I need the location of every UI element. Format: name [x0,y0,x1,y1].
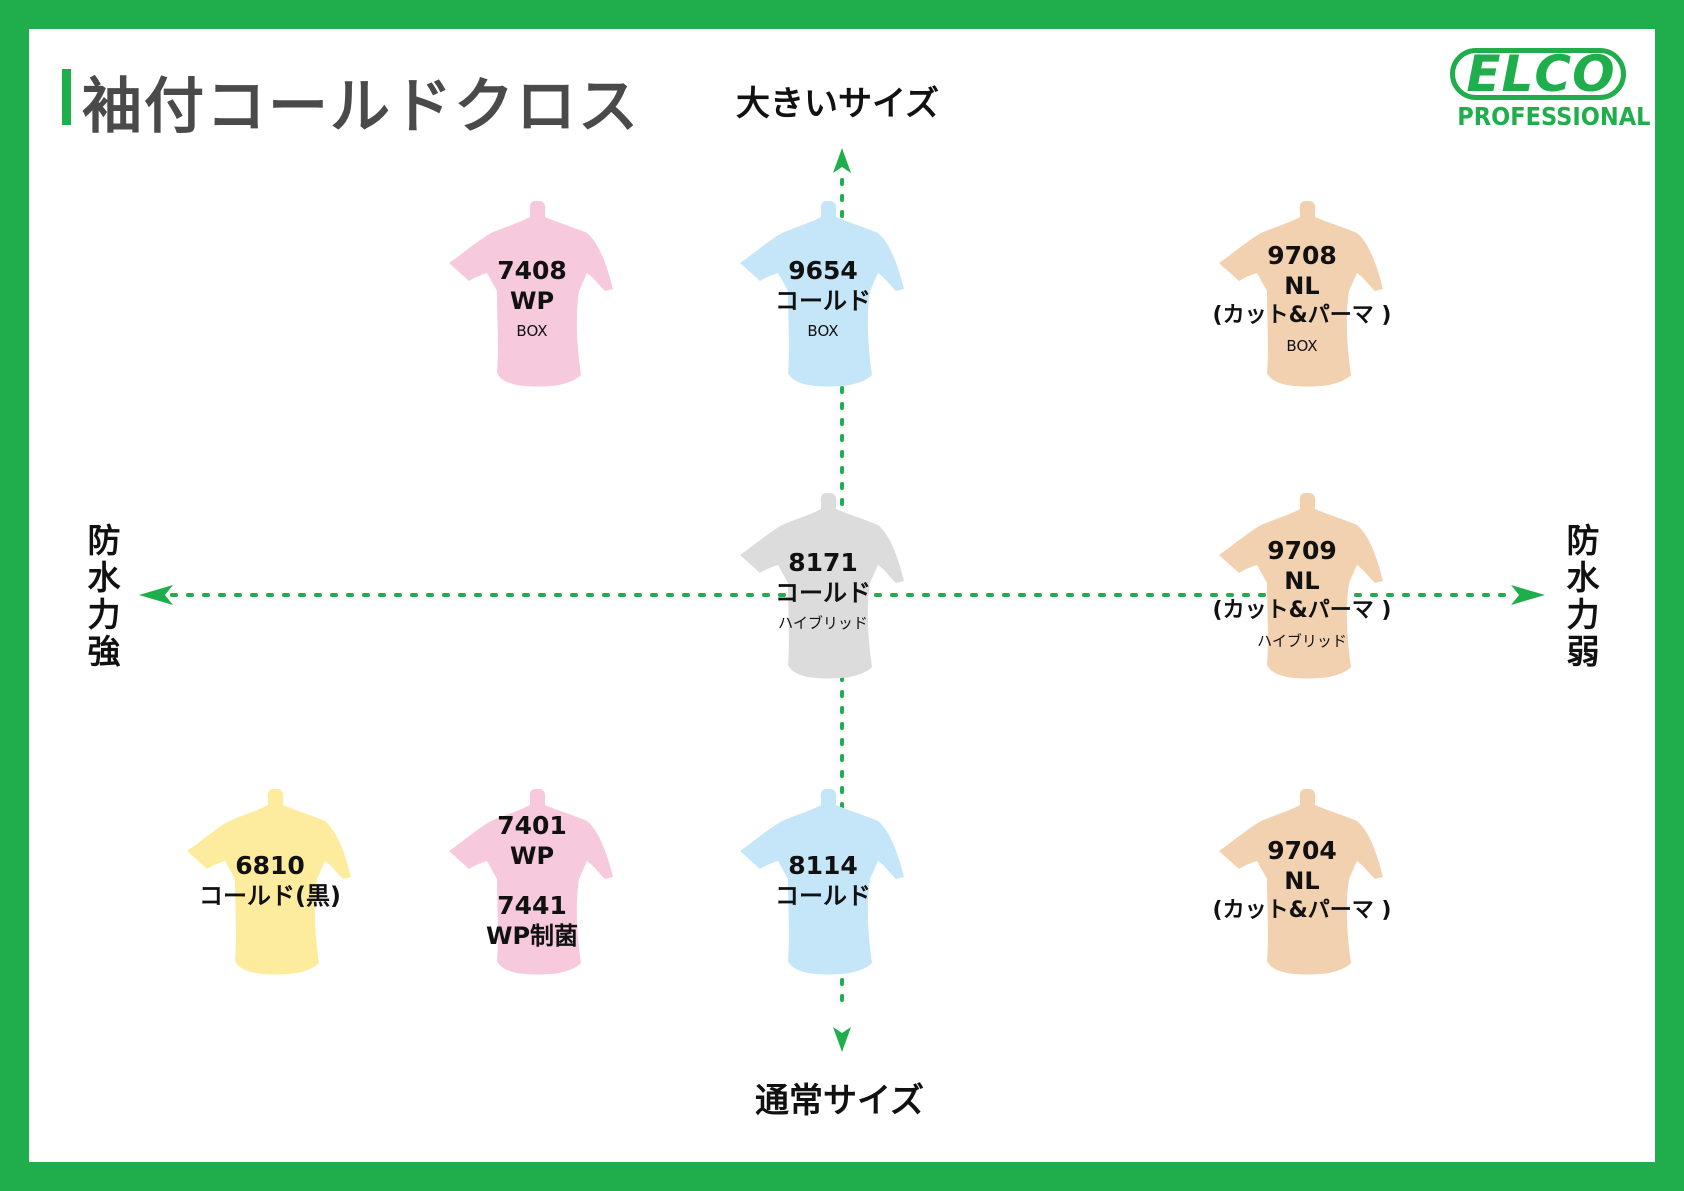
product-label: NL [1284,272,1320,300]
product-package: ハイブリッド [778,614,868,632]
gown-shape [740,493,904,679]
gown-icon [740,493,904,679]
product-package: ハイブリッド [1257,632,1347,650]
gown-icon [187,789,351,975]
product-code: 7441 [497,891,567,920]
axis-label-top: 大きいサイズ [736,84,939,124]
gown-icon [1219,789,1383,975]
gown-icon [1219,201,1383,387]
product-usage: (カット&パーマ ) [1212,898,1392,923]
gown-shape [187,789,351,975]
product-code: 7401 [497,811,567,840]
horizontal-axis [139,585,1545,605]
product-code: 9654 [788,256,858,285]
gown-shape [1219,789,1383,975]
axis-label-bottom: 通常サイズ [755,1081,924,1121]
product-package: BOX [1286,337,1318,355]
product-usage: (カット&パーマ ) [1212,303,1392,328]
axis-label-left: 防水力強 [87,521,121,671]
gown-icon [740,201,904,387]
product-code: 9708 [1267,241,1337,270]
brand-logo: ELCO PROFESSIONAL [1448,45,1651,136]
product-code: 9709 [1267,536,1337,565]
logo-name: ELCO [1466,45,1616,103]
gown-icon [449,789,613,975]
product-package: BOX [807,322,839,340]
gown-shape [449,201,613,387]
product-label: コールド [775,287,871,315]
arrow-down-icon [833,1027,851,1052]
product-label: WP [509,842,555,870]
axis-label-right: 防水力弱 [1566,521,1600,671]
gown-shape [1219,493,1383,679]
arrow-left-icon [139,585,173,605]
gown-icon [740,789,904,975]
product-code: 8114 [788,851,858,880]
arrow-up-icon [833,148,851,173]
product-package: BOX [516,322,548,340]
product-code: 9704 [1267,836,1337,865]
product-label: NL [1284,867,1320,895]
label-gap [437,871,627,891]
product-label: コールド [775,579,871,607]
gown-icon [1219,493,1383,679]
gown-icon [449,201,613,387]
logo-subtitle: PROFESSIONAL [1457,102,1651,131]
logo-ring [1450,48,1626,100]
arrow-right-icon [1511,585,1545,605]
product-label: WP [509,287,555,315]
product-label: NL [1284,567,1320,595]
product-label: コールド(黒) [199,882,341,910]
product-code: 6810 [235,851,305,880]
product-label: コールド [775,882,871,910]
product-code: 8171 [788,548,858,577]
gown-shape [449,789,613,975]
product-label: WP制菌 [485,922,579,950]
product-code: 7408 [497,256,567,285]
gown-shape [1219,201,1383,387]
product-usage: (カット&パーマ ) [1212,598,1392,623]
title-accent-bar [62,69,71,125]
gown-shape [740,201,904,387]
page-title: 袖付コールドクロス [82,72,640,142]
gown-shape [740,789,904,975]
